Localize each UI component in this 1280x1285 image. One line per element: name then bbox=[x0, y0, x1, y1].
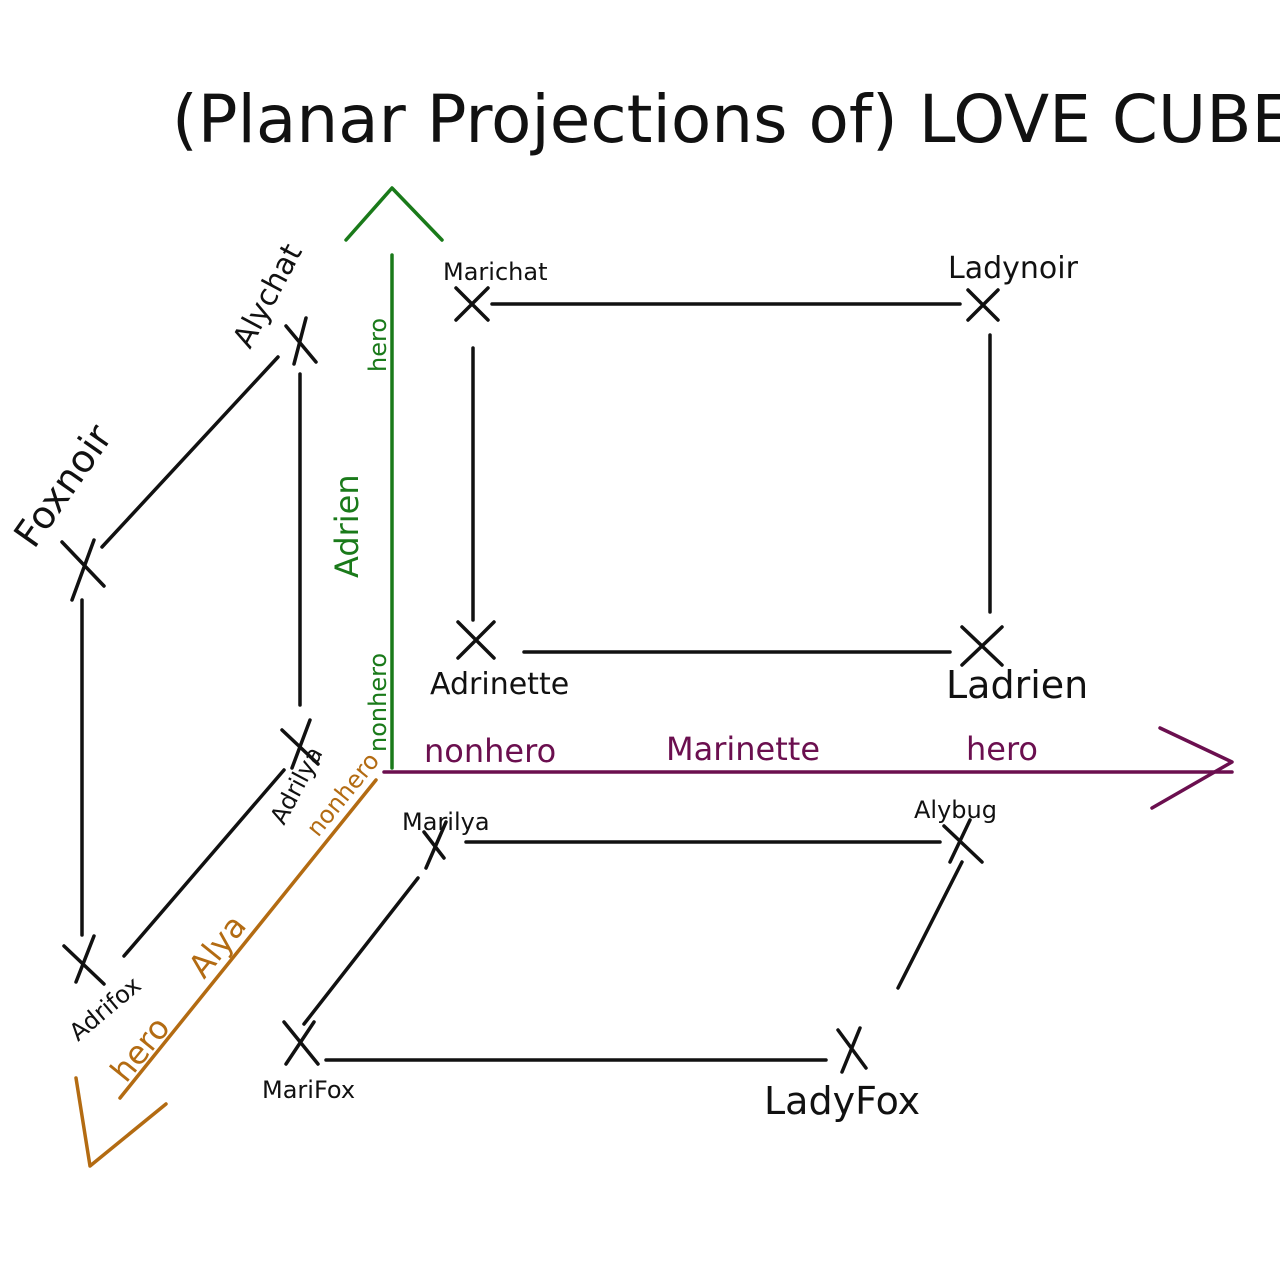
node-label: Alychat bbox=[226, 238, 310, 354]
adrien-axis-name-label: Adrien bbox=[328, 474, 366, 578]
node-marichat: Marichat bbox=[443, 258, 547, 322]
adrien-axis-arrowhead bbox=[344, 186, 444, 242]
diagram-title: (Planar Projections of) LOVE CUBE bbox=[172, 81, 1280, 158]
adrien-axis: hero Adrien nonhero bbox=[328, 186, 444, 770]
projection-adrien-marinette: Marichat Ladynoir Adrinette Ladrien bbox=[430, 251, 1088, 707]
node-alybug: Alybug bbox=[914, 796, 997, 864]
node-alychat: Alychat bbox=[226, 238, 318, 366]
projection-adrien-alya: Alychat Foxnoir Adrilya Adrifox bbox=[5, 238, 328, 1047]
adrien-axis-high-label: hero bbox=[364, 318, 392, 372]
alya-axis-high-label: hero bbox=[103, 1009, 178, 1089]
node-marifox: MariFox bbox=[262, 1020, 355, 1104]
ma-edge-left bbox=[302, 876, 420, 1026]
node-label: Marichat bbox=[443, 258, 547, 286]
node-label: Ladrien bbox=[946, 663, 1088, 707]
ma-edge-right bbox=[896, 860, 964, 990]
adrien-axis-low-label: nonhero bbox=[364, 653, 392, 752]
marinette-axis-low-label: nonhero bbox=[424, 732, 556, 770]
node-ladyfox: LadyFox bbox=[764, 1026, 920, 1123]
node-adrinette: Adrinette bbox=[430, 620, 569, 702]
alya-axis-arrowhead bbox=[74, 1076, 168, 1168]
aa-edge-bottom bbox=[122, 768, 286, 958]
node-label: Marilya bbox=[402, 808, 490, 836]
marinette-axis-high-label: hero bbox=[966, 730, 1038, 768]
marinette-axis: nonhero Marinette hero bbox=[382, 726, 1234, 810]
node-ladynoir: Ladynoir bbox=[948, 251, 1079, 322]
aa-edge-top bbox=[100, 355, 280, 549]
node-label: Ladynoir bbox=[948, 251, 1079, 286]
node-label: MariFox bbox=[262, 1076, 355, 1104]
node-label: Foxnoir bbox=[5, 416, 121, 555]
node-label: LadyFox bbox=[764, 1079, 920, 1123]
marinette-axis-arrowhead bbox=[1150, 726, 1234, 810]
marinette-axis-name-label: Marinette bbox=[666, 730, 820, 768]
alya-axis-line bbox=[118, 778, 378, 1100]
node-label: Alybug bbox=[914, 796, 997, 824]
projection-marinette-alya: Marilya Alybug MariFox LadyFox bbox=[262, 796, 997, 1123]
node-label: Adrinette bbox=[430, 667, 569, 702]
node-ladrien: Ladrien bbox=[946, 625, 1088, 707]
node-foxnoir: Foxnoir bbox=[5, 416, 121, 602]
node-marilya: Marilya bbox=[402, 808, 490, 870]
